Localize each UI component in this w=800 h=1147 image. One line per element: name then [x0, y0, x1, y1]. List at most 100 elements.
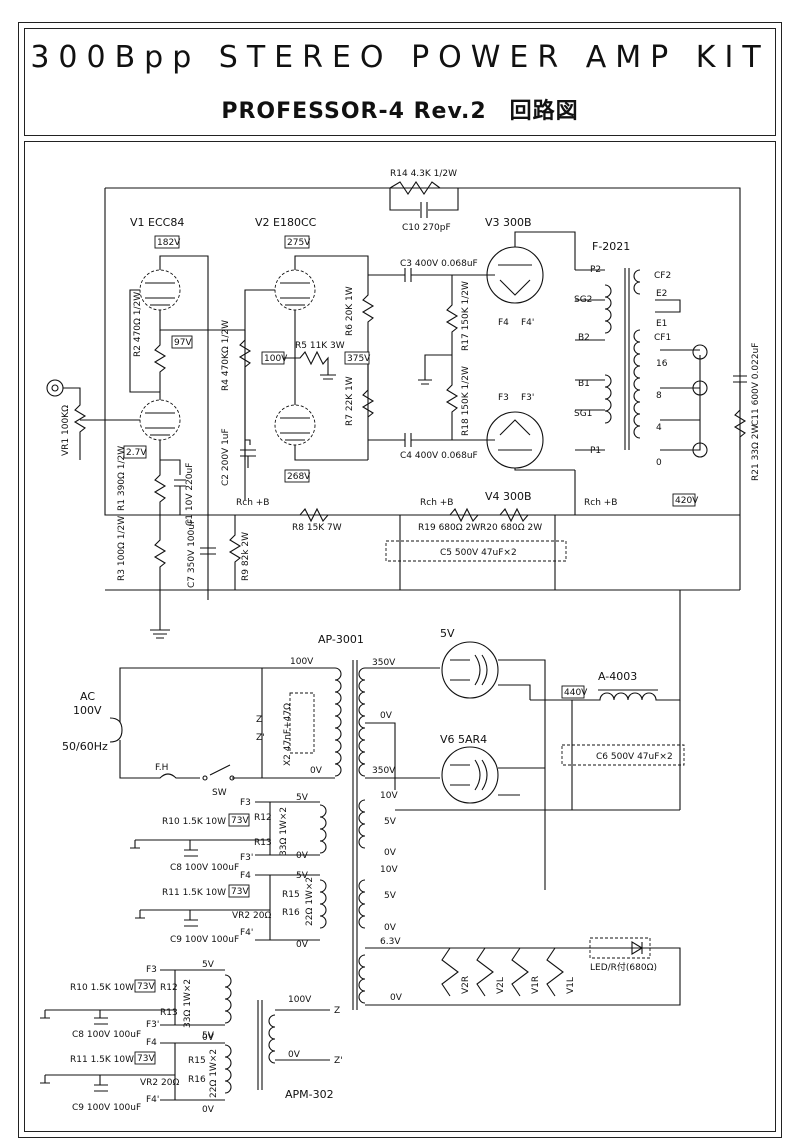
v4-f3: F3	[498, 393, 509, 403]
c4-cap	[404, 433, 412, 447]
tap-4: 4	[656, 423, 662, 433]
sw-contact-1	[202, 775, 208, 781]
sec-0v-2: 0V	[384, 848, 397, 858]
ap3001-label: AP-3001	[318, 633, 364, 646]
apm-fb-73v-box	[134, 1051, 156, 1065]
apm302-label: APM-302	[285, 1088, 334, 1101]
fb-f4: F4	[240, 871, 251, 881]
volt-375-box	[344, 351, 370, 365]
v3-f4p: F4'	[521, 318, 534, 328]
ap3001-hv-secondary	[358, 667, 366, 777]
input-jack	[46, 379, 64, 397]
apm-r10: R10 1.5K 10W	[70, 983, 134, 993]
rect-wiring	[498, 659, 546, 890]
spk-term-0	[692, 442, 708, 458]
heater-v1l: V1L	[566, 977, 576, 994]
c10-wire	[389, 188, 459, 211]
c6-label: C6 500V 47uF×2	[596, 752, 673, 762]
v1-upper-triode	[139, 269, 181, 311]
apm-f3: F3	[146, 965, 157, 975]
v3-elements	[498, 231, 576, 296]
fb-vr2: VR2 20Ω	[232, 911, 271, 921]
c4-label: C4 400V 0.068uF	[400, 451, 478, 461]
volt-182: 182V	[157, 238, 181, 248]
spk-term-16	[692, 344, 708, 360]
v4-elements	[498, 419, 575, 471]
apm-coils-left	[224, 974, 232, 1094]
sec-0v-3: 0V	[384, 923, 397, 933]
a4003-label: A-4003	[598, 670, 637, 683]
tap-0: 0	[656, 458, 662, 468]
apm-r12-val: 33Ω 1W×2	[183, 979, 193, 1028]
v1-lower-triode	[139, 399, 181, 441]
apm-vr2: VR2 20Ω	[140, 1078, 179, 1088]
v1-plate-wire	[159, 255, 209, 600]
secondary-taps	[655, 299, 701, 451]
apm-core	[257, 1000, 263, 1090]
volt-440: 440V	[564, 688, 588, 698]
r7-resistor	[361, 360, 375, 418]
feedback-rail	[105, 187, 741, 590]
r14-label: R14 4.3K 1/2W	[390, 169, 457, 179]
apm-r12: R12	[160, 983, 178, 993]
sw-contact-2	[229, 775, 235, 781]
fb-0v: 0V	[296, 940, 309, 950]
title-box	[24, 28, 776, 136]
ac-plug	[109, 717, 123, 743]
apm-fil-wiring	[160, 969, 225, 1101]
tap-16: 16	[656, 359, 668, 369]
tap-p2: P2	[590, 265, 601, 275]
b-plus-line	[208, 470, 576, 523]
r9-resistor	[228, 515, 242, 590]
fb-r15-val: 22Ω 1W×2	[305, 877, 315, 926]
left-rail	[104, 188, 740, 516]
v6-label: V6 5AR4	[440, 733, 487, 746]
volt-268-box	[284, 469, 310, 483]
volt-268: 268V	[287, 472, 311, 482]
v6-elements	[450, 759, 488, 791]
apm-f3p: F3'	[146, 1020, 159, 1030]
volt-97-box	[171, 335, 193, 349]
v1-label: V1 ECC84	[130, 216, 184, 229]
v2u-elements	[280, 282, 310, 306]
fa-f3p: F3'	[240, 853, 253, 863]
r8-label: R8 15K 7W	[292, 523, 342, 533]
ac-label: AC	[80, 690, 95, 703]
apm-fb-ground	[40, 1074, 175, 1092]
volt-100: 100V	[264, 354, 288, 364]
r2-resistor	[153, 330, 167, 392]
apm-r15-val: 22Ω 1W×2	[209, 1049, 219, 1098]
c10-cap	[420, 202, 428, 218]
primary-taps	[575, 269, 605, 451]
secondary-coil	[633, 269, 641, 439]
apm-r11: R11 1.5K 10W	[70, 1055, 134, 1065]
v3-f4: F4	[498, 318, 509, 328]
v1l-elements	[145, 412, 175, 436]
ground-main	[150, 629, 170, 639]
r5-label: R5 11K 3W	[295, 341, 345, 351]
volt-275-box	[284, 235, 310, 249]
fa-ground	[130, 839, 270, 857]
sec-10v-1: 10V	[380, 791, 398, 801]
v6-tube	[441, 746, 499, 804]
v4-label: V4 300B	[485, 490, 532, 503]
v2l-elements	[280, 417, 310, 441]
c6-box	[561, 744, 685, 766]
v2-grid-wire	[244, 289, 275, 500]
c11-label: C11 600V 0.022uF	[751, 343, 761, 426]
tap-cf1: CF1	[654, 333, 671, 343]
fa-73v: 73V	[231, 816, 249, 826]
r6-resistor	[294, 255, 375, 460]
transformer-core	[624, 268, 630, 450]
sec-0v-4: 0V	[390, 993, 403, 1003]
fb-73v: 73V	[231, 887, 249, 897]
x2-label: X2 47nF+47Ω	[283, 703, 293, 766]
sec-5v-1: 5V	[384, 817, 397, 827]
primary-coil-upper	[604, 284, 612, 334]
apm-fb-0v: 0V	[202, 1105, 215, 1115]
volt-375: 375V	[347, 354, 371, 364]
fa-c8: C8 100V 100uF	[170, 863, 239, 873]
fb-r15: R15	[282, 890, 300, 900]
fil-wiring-a	[255, 801, 320, 941]
r4-label: R4 470KΩ 1/2W	[221, 320, 231, 391]
